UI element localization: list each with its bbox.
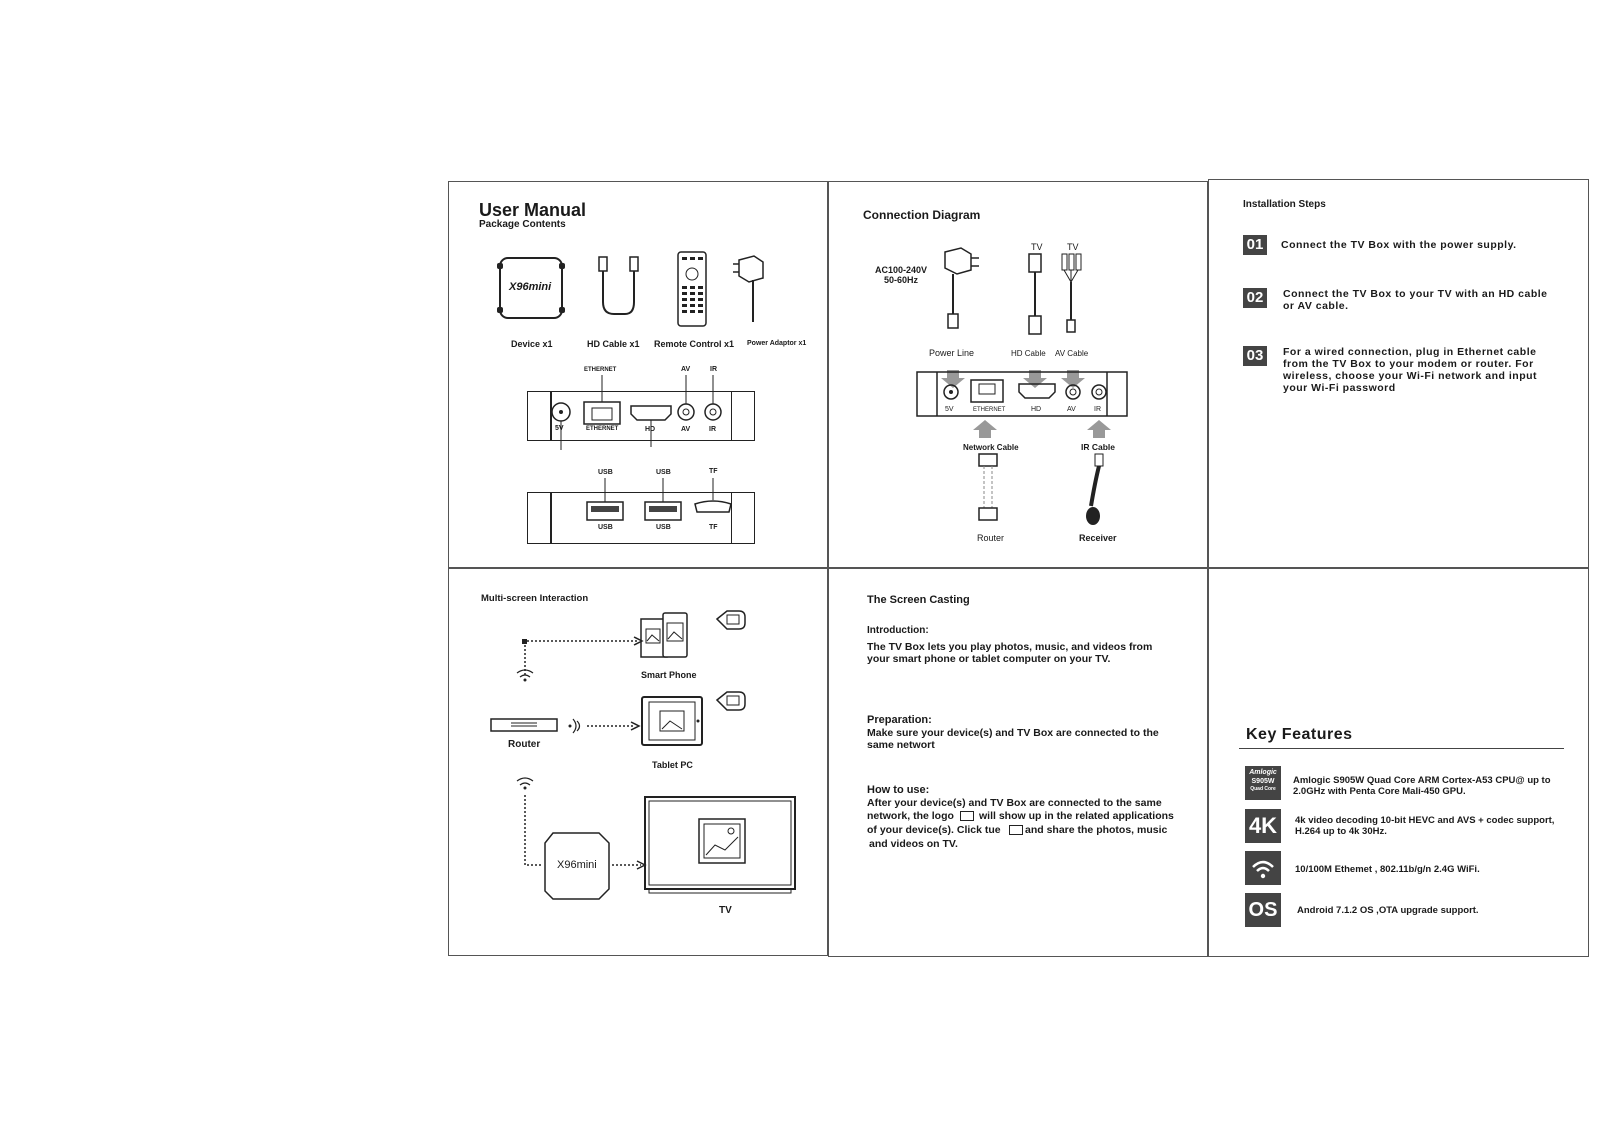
panel-screen-casting: The Screen Casting Introduction: The TV … [828,568,1208,957]
port-label-ethernet: ETHERNET [586,426,619,432]
tv-label-2: TV [1067,242,1079,252]
features-title: Key Features [1246,726,1353,743]
intro-text: The TV Box lets you play photos, music, … [867,641,1153,665]
tv-label-1: TV [1031,242,1043,252]
back-ports-diagram [551,375,722,450]
how-heading: How to use: [867,784,930,796]
label-router: Router [977,533,1005,543]
item-label-remote: Remote Control x1 [654,339,735,349]
power-spec: AC100-240V 50-60Hz [875,265,928,285]
box-port-hd: HD [1031,406,1042,413]
label-network-cable: Network Cable [963,443,1019,452]
box-port-av: AV [1067,406,1076,413]
connection-cables-diagram [916,247,1128,525]
how-line-2a: network, the logo [867,810,954,822]
cast-icon-inline-2 [1009,825,1023,835]
panel-connection-diagram: Connection Diagram AC100-240V 50-60Hz TV… [828,181,1208,568]
port-label-ir-top: IR [710,366,717,373]
label-tv: TV [719,905,732,916]
side-label-usb1: USB [598,524,613,531]
side-label-usb2: USB [656,524,671,531]
multiscreen-title: Multi-screen Interaction [481,593,589,604]
side-ports-diagram [586,478,732,521]
prep-heading: Preparation: [867,714,932,726]
panel-user-manual: User Manual Package Contents X96mini Dev… [448,181,828,568]
install-title: Installation Steps [1243,199,1326,210]
item-label-power: Power Adaptor x1 [747,340,807,347]
side-label-usb2-top: USB [656,469,671,476]
label-tablet: Tablet PC [652,760,693,770]
step-text-2: Connect the TV Box to your TV with an HD… [1283,288,1548,312]
feature-text-3: 10/100M Ethemet , 802.11b/g/n 2.4G WiFi. [1295,864,1480,875]
features-divider [1239,748,1564,749]
label-hd-cable: HD Cable [1011,349,1046,358]
how-line-3b: and share the photos, music [1025,824,1168,836]
cast-icon-inline-1 [960,811,974,821]
device-icon: X96mini [497,257,565,319]
port-label-ethernet-top: ETHERNET [584,367,617,373]
label-router-multi: Router [508,739,541,750]
feature-text-1: Amlogic S905W Quad Core ARM Cortex-A53 C… [1293,775,1551,797]
casting-title: The Screen Casting [867,594,970,606]
box-port-ethernet: ETHERNET [973,407,1006,413]
how-line-1: After your device(s) and TV Box are conn… [867,797,1162,809]
os-icon: OS [1245,893,1281,927]
port-label-hd: HD [645,426,656,433]
side-label-usb1-top: USB [598,469,613,476]
box-port-ir: IR [1094,406,1101,413]
feature-text-2: 4k video decoding 10-bit HEVC and AVS + … [1295,815,1555,837]
section-subtitle: Package Contents [479,219,566,230]
label-ir-cable: IR Cable [1081,442,1116,452]
port-label-av: AV [681,426,691,433]
label-av-cable: AV Cable [1055,349,1089,358]
side-label-tf-top: TF [709,468,718,475]
multiscreen-diagram [490,610,796,900]
panel-installation-steps: Installation Steps 01 Connect the TV Box… [1208,179,1589,568]
box-port-5v: 5V [945,406,954,413]
box-side-view [527,492,755,544]
panel-key-features: Key Features Amlogic S905W Quad Core Aml… [1208,568,1589,957]
4k-icon: 4K [1245,809,1281,843]
step-text-1: Connect the TV Box with the power supply… [1281,239,1517,251]
amlogic-icon: Amlogic S905W Quad Core [1245,766,1281,800]
prep-text: Make sure your device(s) and TV Box are … [867,727,1159,751]
hd-cable-icon [598,251,764,327]
step-number-2: 02 [1243,288,1267,308]
label-power-line: Power Line [929,348,975,358]
panel-multiscreen: Multi-screen Interaction [448,568,828,956]
step-text-3: For a wired connection, plug in Ethernet… [1283,346,1538,394]
intro-heading: Introduction: [867,625,929,636]
how-line-4: and videos on TV. [869,838,958,850]
feature-text-4: Android 7.1.2 OS ,OTA upgrade support. [1297,905,1479,916]
side-label-tf: TF [709,524,718,531]
device-logo: X96mini [509,281,552,293]
item-label-device: Device x1 [511,339,553,349]
port-label-ir: IR [709,426,716,433]
port-label-av-top: AV [681,366,691,373]
port-label-5v: 5V [555,425,564,432]
step-number-3: 03 [1243,346,1267,366]
page-title: User Manual [479,200,587,220]
connection-title: Connection Diagram [863,208,981,222]
wifi-icon [1245,851,1281,885]
item-label-hd-cable: HD Cable x1 [587,339,640,349]
box-back-view [527,391,755,441]
how-line-2b: will show up in the related applications [979,810,1174,822]
label-receiver: Receiver [1079,533,1117,543]
label-smart-phone: Smart Phone [641,670,697,680]
how-line-3a: of your device(s). Click tue [867,824,1001,836]
step-number-1: 01 [1243,235,1267,255]
label-box-multi: X96mini [557,859,597,871]
